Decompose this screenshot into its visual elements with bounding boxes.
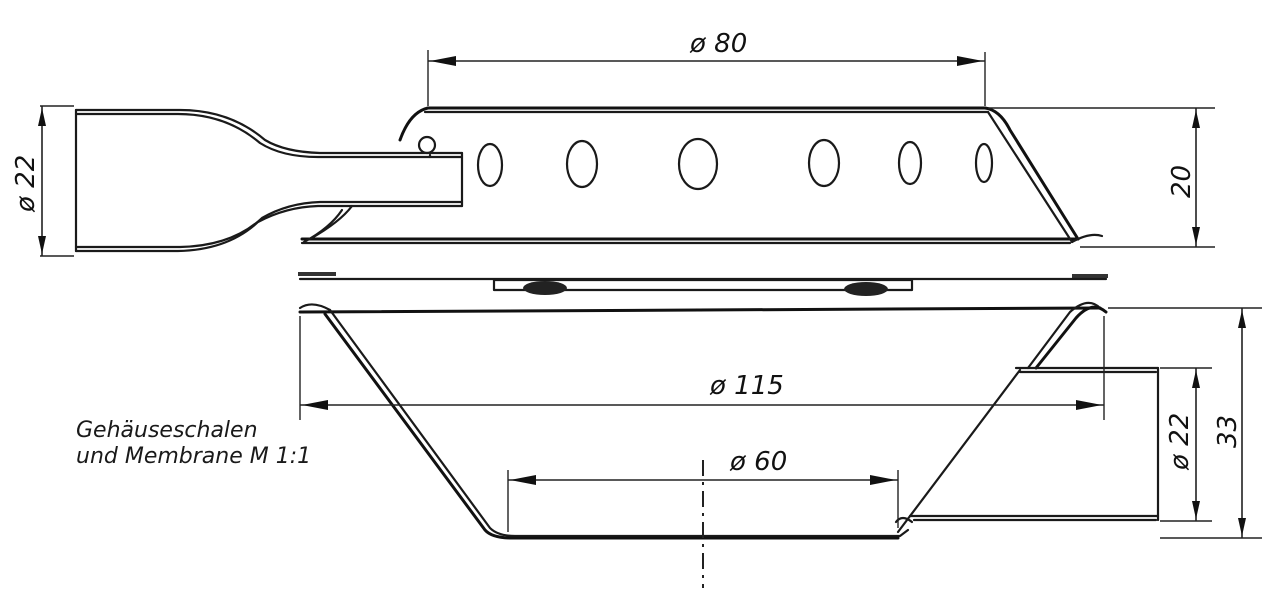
vent-hole xyxy=(565,139,599,189)
caption: Gehäuseschalen und Membrane M 1:1 xyxy=(76,418,311,470)
top-pipe xyxy=(74,108,464,253)
dim-bottom-pipe xyxy=(1160,367,1212,522)
dim-top-height xyxy=(988,107,1215,248)
dim-label-bottom-pipe: ø 22 xyxy=(1165,413,1195,471)
dim-label-top-height: 20 xyxy=(1167,165,1197,198)
dim-label-top-diameter: ø 80 xyxy=(689,29,747,59)
membrane xyxy=(298,272,1108,296)
vent-hole xyxy=(897,140,923,186)
dim-label-top-pipe: ø 22 xyxy=(11,155,41,213)
top-housing-shell xyxy=(300,106,1104,245)
dim-top-diameter xyxy=(427,50,986,106)
dim-label-bottom-diameter: ø 115 xyxy=(709,371,784,401)
dim-top-pipe xyxy=(38,105,74,257)
caption-line-2: und Membrane M 1:1 xyxy=(76,444,312,469)
dim-bottom-height xyxy=(1108,307,1262,539)
caption-line-1: Gehäuseschalen xyxy=(76,418,258,443)
vent-hole xyxy=(974,142,994,184)
dim-bottom-inner-diameter xyxy=(507,470,899,532)
vent-hole xyxy=(807,138,841,188)
dim-label-bottom-height: 33 xyxy=(1213,415,1243,448)
dim-bottom-diameter xyxy=(299,316,1105,420)
bottom-pipe xyxy=(908,366,1160,522)
bottom-housing-shell xyxy=(298,301,1108,540)
dim-label-bottom-inner-diameter: ø 60 xyxy=(729,447,787,477)
vent-hole xyxy=(476,142,504,188)
vent-hole xyxy=(417,135,437,155)
vent-hole xyxy=(677,137,719,191)
